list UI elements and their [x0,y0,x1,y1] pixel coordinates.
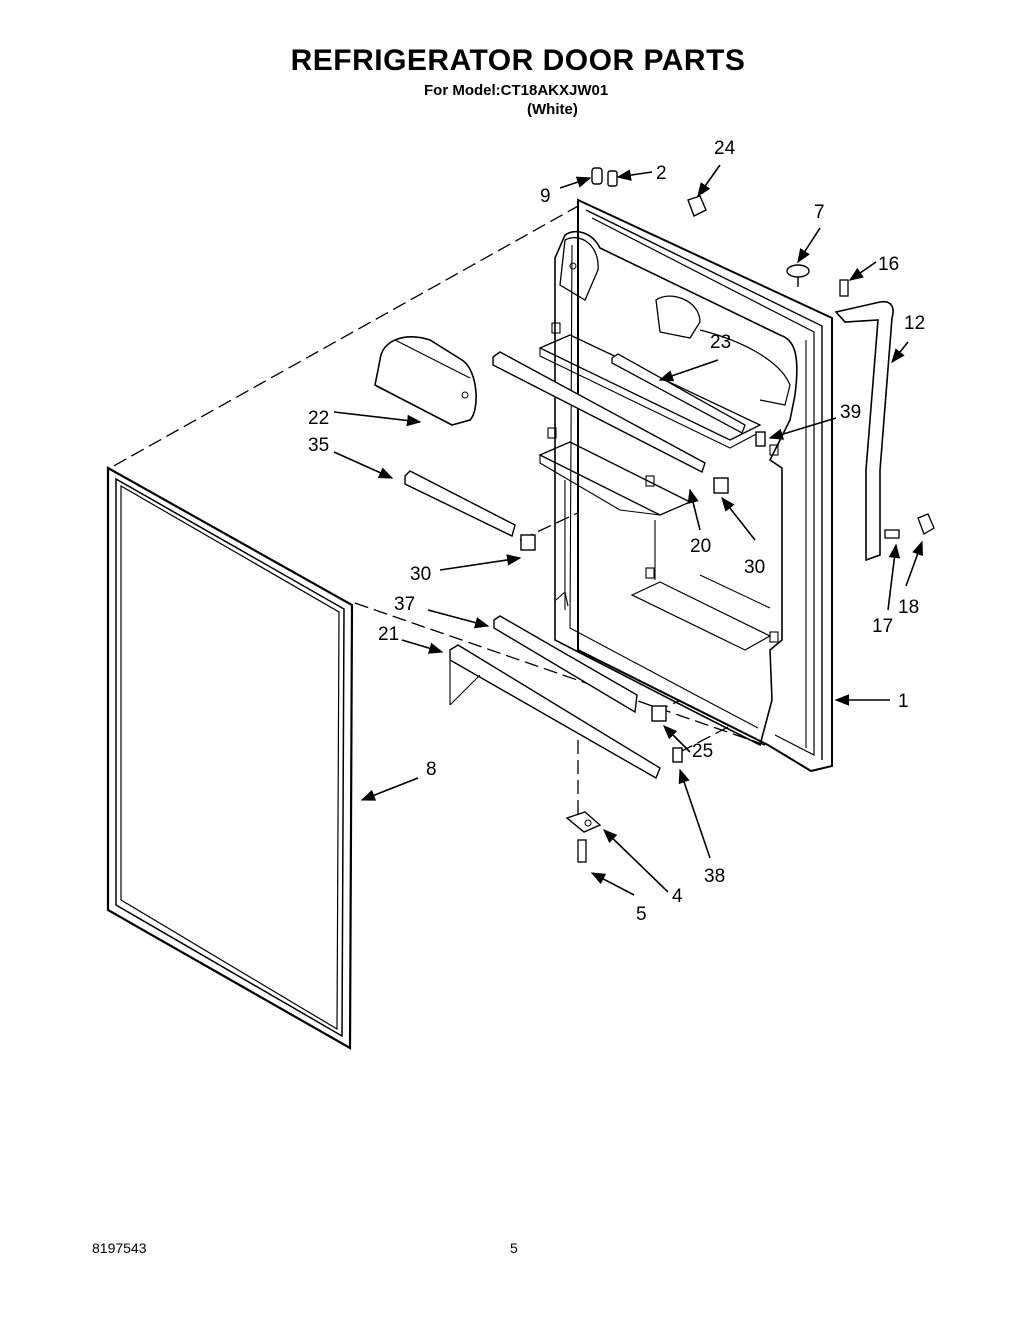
callout-4: 4 [672,886,683,907]
callout-16: 16 [878,254,899,275]
page-title: REFRIGERATOR DOOR PARTS [290,44,746,77]
callout-labels: 1 2 4 5 7 8 9 12 16 17 18 20 21 22 23 24… [308,138,925,925]
callout-12: 12 [904,313,925,334]
callout-2: 2 [656,163,667,184]
callout-17: 17 [872,616,893,637]
callout-20: 20 [690,536,711,557]
door-gasket [106,466,354,1050]
callout-18: 18 [898,597,919,618]
callout-23: 23 [710,332,731,353]
callout-1: 1 [898,691,909,712]
page-number: 5 [510,1240,518,1256]
callout-30-left: 30 [410,564,431,585]
door-body [538,198,833,773]
callout-30-right: 30 [744,557,765,578]
loose-parts [374,167,935,863]
callout-24: 24 [714,138,736,159]
callout-9: 9 [540,186,551,207]
callout-7: 7 [814,202,825,223]
callout-38: 38 [704,866,725,887]
callout-37: 37 [394,594,415,615]
model-line: For Model:CT18AKXJW01 [424,82,609,99]
callout-35: 35 [308,435,329,456]
callout-5: 5 [636,904,647,925]
document-number: 8197543 [92,1240,147,1256]
callout-22: 22 [308,408,329,429]
leader-arrows [333,164,923,896]
callout-8: 8 [426,759,437,780]
callout-39: 39 [840,402,861,423]
color-line: (White) [527,101,578,118]
callout-21: 21 [378,624,399,645]
callout-25: 25 [692,741,713,762]
